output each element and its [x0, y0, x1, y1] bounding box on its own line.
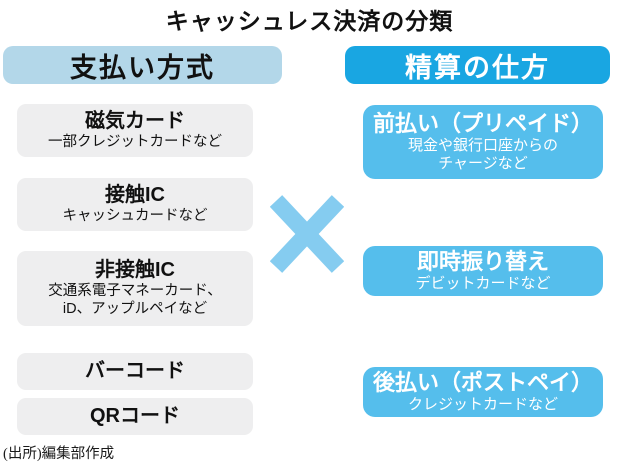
settlement-method-header-label: 精算の仕方 [405, 52, 550, 83]
item-sub-label: 現金や銀行口座からの チャージなど [407, 136, 558, 172]
list-item-magnetic-card: 磁気カード 一部クレジットカードなど [17, 104, 253, 157]
item-sub-label: 一部クレジットカードなど [48, 133, 222, 150]
list-item-instant-transfer: 即時振り替え デビットカードなど [363, 246, 603, 296]
list-item-qr-code: QRコード [17, 398, 253, 435]
item-sub-label: デビットカードなど [415, 274, 551, 292]
item-label: バーコード [85, 360, 185, 382]
item-sub-label: クレジットカードなど [407, 395, 558, 413]
item-label: 磁気カード [85, 109, 185, 132]
multiply-icon [270, 195, 344, 273]
item-label: 即時振り替え [416, 249, 549, 275]
payment-method-header: 支払い方式 [3, 46, 282, 84]
item-label: 非接触IC [95, 258, 175, 281]
item-label: QRコード [90, 405, 180, 427]
list-item-postpaid: 後払い（ポストペイ） クレジットカードなど [363, 367, 603, 417]
page-title: キャッシュレス決済の分類 [165, 8, 454, 34]
item-label: 前払い（プリペイド） [372, 111, 593, 137]
list-item-contact-ic: 接触IC キャッシュカードなど [17, 178, 253, 231]
item-sub-label: キャッシュカードなど [62, 207, 208, 224]
source-note: (出所)編集部作成 [3, 446, 115, 462]
list-item-contactless-ic: 非接触IC 交通系電子マネーカード、 iD、アップルペイなど [17, 251, 253, 326]
item-sub-label: 交通系電子マネーカード、 iD、アップルペイなど [48, 282, 222, 317]
item-label: 後払い（ポストペイ） [372, 370, 593, 396]
item-label: 接触IC [105, 183, 165, 206]
payment-method-header-label: 支払い方式 [70, 52, 215, 83]
list-item-prepaid: 前払い（プリペイド） 現金や銀行口座からの チャージなど [363, 105, 603, 179]
list-item-barcode: バーコード [17, 353, 253, 390]
settlement-method-header: 精算の仕方 [345, 46, 610, 84]
